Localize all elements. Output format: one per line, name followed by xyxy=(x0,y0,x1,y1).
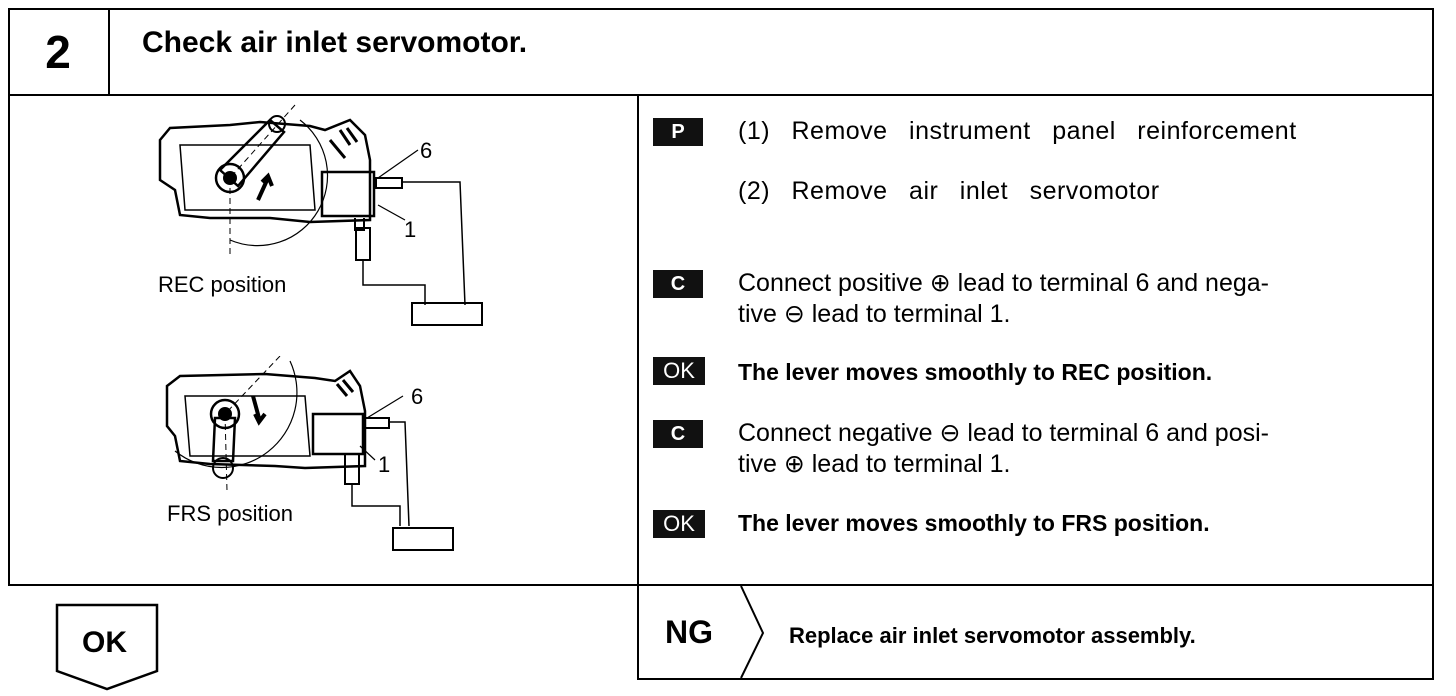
step-number: 2 xyxy=(8,8,110,96)
step-tag-p: P xyxy=(653,118,703,146)
step-tag-ok: OK xyxy=(653,510,705,538)
procedure-body xyxy=(8,96,1434,586)
rec-position-caption: REC position xyxy=(158,272,287,297)
instruction-text: Connect negative ⊖ lead to terminal 6 an… xyxy=(738,419,1269,447)
rec-position-illustration xyxy=(158,104,483,326)
ng-label: NG xyxy=(665,614,713,650)
instruction-text: tive ⊖ lead to terminal 1. xyxy=(738,300,1011,328)
column-divider xyxy=(637,96,639,680)
ok-result-text: The lever moves smoothly to FRS position… xyxy=(738,510,1210,536)
terminal-1-label-top: 1 xyxy=(404,217,417,242)
step-tag-ok: OK xyxy=(653,357,705,385)
ok-label: OK xyxy=(82,626,127,659)
instruction-text: Connect positive ⊕ lead to terminal 6 an… xyxy=(738,269,1269,297)
step-tag-c: C xyxy=(653,270,703,298)
terminal-6-label-top: 6 xyxy=(420,138,433,163)
terminal-6-label-bottom: 6 xyxy=(411,384,424,409)
ok-arrow-box xyxy=(55,603,159,691)
ng-result-box xyxy=(637,586,1434,680)
frs-position-caption: FRS position xyxy=(167,501,293,526)
ok-result-text: The lever moves smoothly to REC position… xyxy=(738,359,1213,385)
instruction-text: (1) Remove instrument panel reinforcemen… xyxy=(738,117,1297,145)
step-title: Check air inlet servomotor. xyxy=(142,26,528,59)
step-header xyxy=(8,8,1434,96)
instruction-text: tive ⊕ lead to terminal 1. xyxy=(738,450,1011,478)
step-tag-c: C xyxy=(653,420,703,448)
instruction-text: (2) Remove air inlet servomotor xyxy=(738,177,1160,205)
frs-position-illustration xyxy=(165,356,454,551)
ng-chevron-icon xyxy=(740,586,765,679)
ng-action-text: Replace air inlet servomotor assembly. xyxy=(789,623,1196,648)
terminal-1-label-bottom: 1 xyxy=(378,452,391,477)
